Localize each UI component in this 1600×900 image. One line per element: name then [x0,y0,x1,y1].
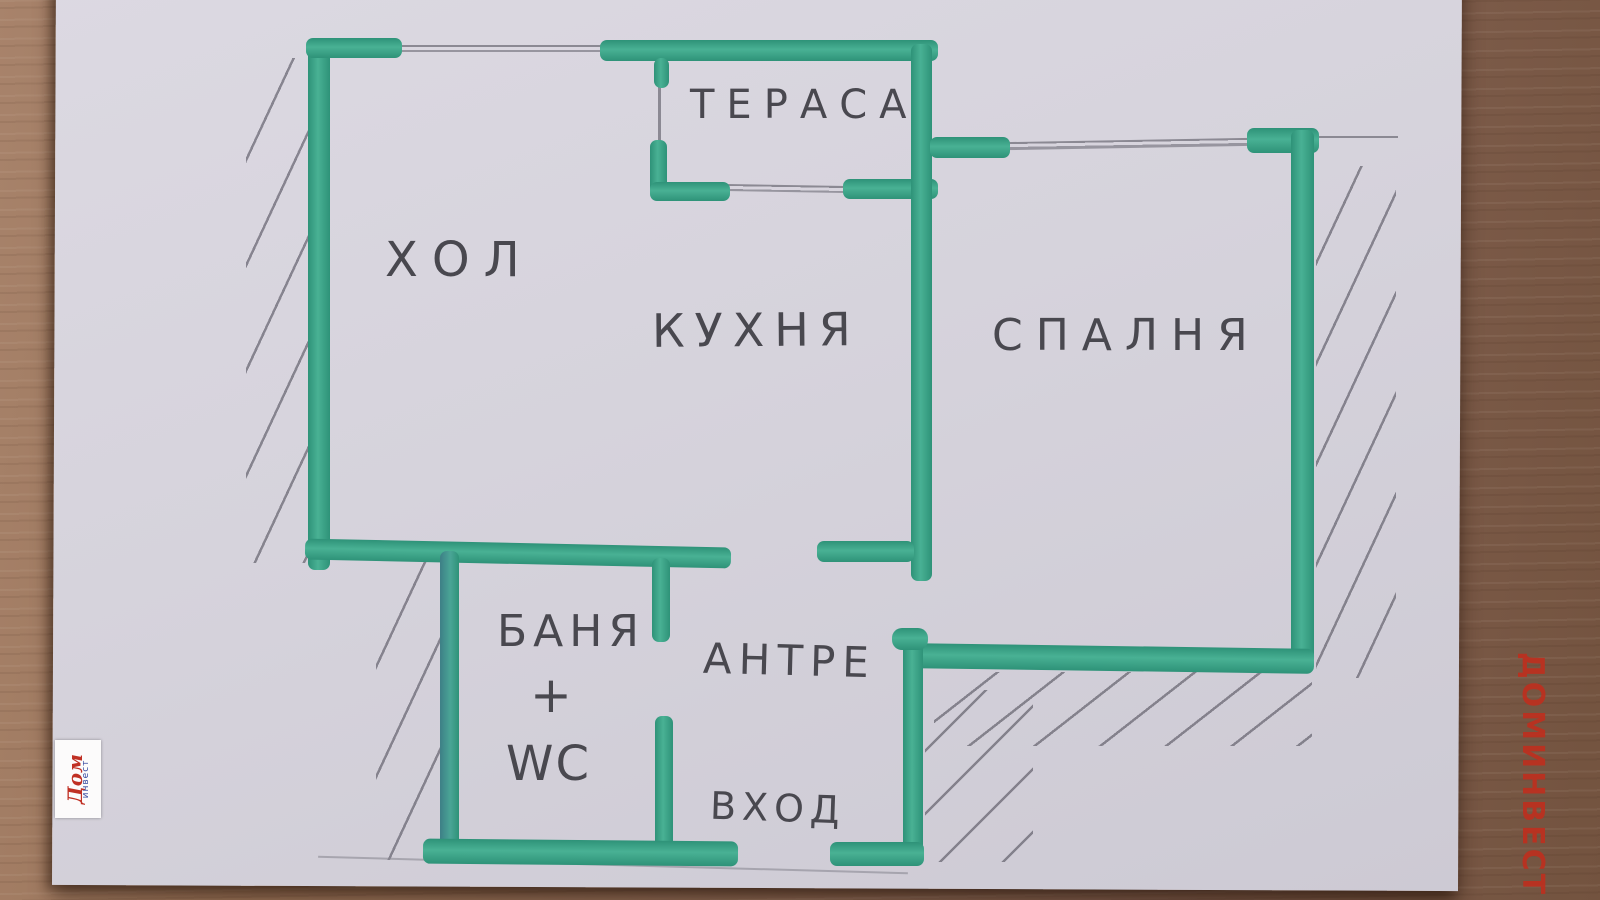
window-line-terrace-left [658,86,661,142]
wall-terrace-bottom-left [650,182,730,201]
wall-bedroom-top-left-stub [930,137,1010,158]
hatch-left-of-hall [246,58,310,563]
label-kitchen: КУХНЯ [651,302,861,358]
wall-bathroom-right-lower [655,716,673,862]
wall-bathroom-left [440,551,459,863]
agency-logo: Дом инвест [55,740,101,818]
agency-logo-text: Дом инвест [63,754,92,804]
wall-bedroom-right [1291,130,1314,672]
hatch-left-of-bathroom [376,560,442,860]
pencil-extension-bedroom-corner [1316,136,1398,138]
window-line-hall-top [396,45,604,52]
wall-terrace-left-upper-stub [654,58,669,88]
label-bathroom-line2: + [530,666,572,724]
wall-entry-hall-right [903,634,923,864]
hatch-right-of-entry-hall [925,690,1033,862]
wall-hall-left [308,40,330,570]
wall-bathroom-right-upper [652,558,670,642]
label-bathroom-line3: WC [506,736,591,792]
wall-kitchen-right [911,44,932,581]
hatch-right-of-bedroom [1316,166,1396,678]
label-bathroom-line1: БАНЯ [497,606,645,657]
agency-logo-word2: инвест [81,759,92,799]
agency-watermark: ДОМИНВЕСТ [1515,652,1550,898]
wall-terrace-top [600,40,938,61]
label-hall: ХОЛ [385,232,534,288]
label-terrace: ТЕРАСА [690,82,919,128]
wall-kitchen-bottom-stub [817,541,914,562]
wall-bathroom-bottom [422,838,739,867]
label-bedroom: СПАЛНЯ [992,310,1261,361]
label-entrance: ВХОД [709,783,847,833]
wall-hall-top-stub [306,38,402,58]
wall-entrance-bottom-stub [830,842,924,866]
wall-entry-hall-right-cap [892,628,928,650]
label-entry-hall: АНТРЕ [702,633,877,688]
